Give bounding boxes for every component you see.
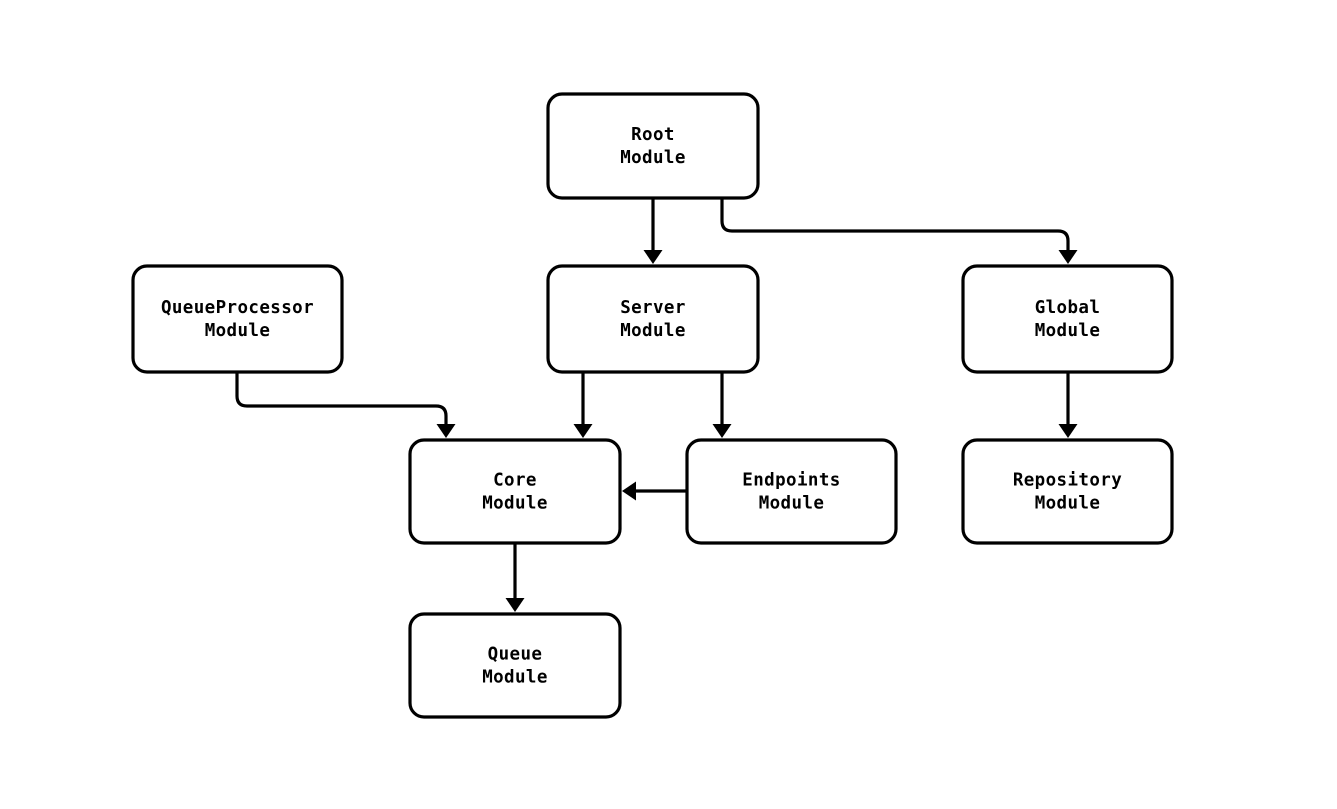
- global-module-node-label-line2: Module: [1035, 321, 1101, 341]
- core-module-node-box[interactable]: [408, 438, 622, 545]
- endpoints-module-node-box[interactable]: [685, 438, 898, 545]
- edge-queueprocessor-to-core: [235, 372, 456, 438]
- edge-server-to-endpoints-arrowhead: [712, 424, 732, 438]
- edge-root-to-global-arrowhead: [1058, 250, 1078, 264]
- queueprocessor-module-node-box[interactable]: [131, 264, 344, 374]
- queue-module-node-label-line2: Module: [482, 668, 548, 688]
- core-module-node-label-line1: Core: [493, 471, 537, 491]
- edge-endpoints-to-core: [622, 481, 687, 501]
- repository-module-node-box[interactable]: [961, 438, 1174, 545]
- edge-global-to-repository: [1058, 372, 1078, 438]
- root-module-node-label-line1: Root: [631, 125, 675, 145]
- edge-global-to-repository-arrowhead: [1058, 424, 1078, 438]
- edge-root-to-global: [720, 198, 1078, 264]
- root-module-node-label-line2: Module: [620, 148, 686, 168]
- edge-root-to-server-arrowhead: [643, 250, 663, 264]
- edge-queueprocessor-to-core-line: [235, 372, 448, 426]
- root-module-node-box[interactable]: [546, 92, 760, 200]
- edge-root-to-server: [643, 198, 663, 264]
- server-module-node-box[interactable]: [546, 264, 760, 374]
- edge-core-to-queue: [505, 543, 525, 612]
- edge-server-to-endpoints: [712, 372, 732, 438]
- edge-endpoints-to-core-arrowhead: [622, 481, 636, 501]
- server-module-node-label-line2: Module: [620, 321, 686, 341]
- global-module-node-box[interactable]: [961, 264, 1174, 374]
- edge-core-to-queue-arrowhead: [505, 598, 525, 612]
- nodes-layer: RootModuleQueueProcessorModuleServerModu…: [131, 92, 1174, 719]
- queueprocessor-module-node-label-line1: QueueProcessor: [161, 298, 314, 318]
- edge-server-to-core-arrowhead: [573, 424, 593, 438]
- endpoints-module-node-label-line2: Module: [759, 494, 825, 514]
- endpoints-module-node-label-line1: Endpoints: [742, 471, 840, 491]
- core-module-node-label-line2: Module: [482, 494, 548, 514]
- edge-queueprocessor-to-core-arrowhead: [436, 424, 456, 438]
- global-module-node-label-line1: Global: [1035, 298, 1101, 318]
- queue-module-node-box[interactable]: [408, 612, 622, 719]
- edges-layer: [235, 198, 1078, 612]
- edge-server-to-core: [573, 372, 593, 438]
- server-module-node-label-line1: Server: [620, 298, 686, 318]
- repository-module-node-label-line1: Repository: [1013, 471, 1122, 491]
- queueprocessor-module-node-label-line2: Module: [205, 321, 271, 341]
- repository-module-node-label-line2: Module: [1035, 494, 1101, 514]
- edge-root-to-global-line: [720, 198, 1070, 252]
- queue-module-node-label-line1: Queue: [488, 645, 543, 665]
